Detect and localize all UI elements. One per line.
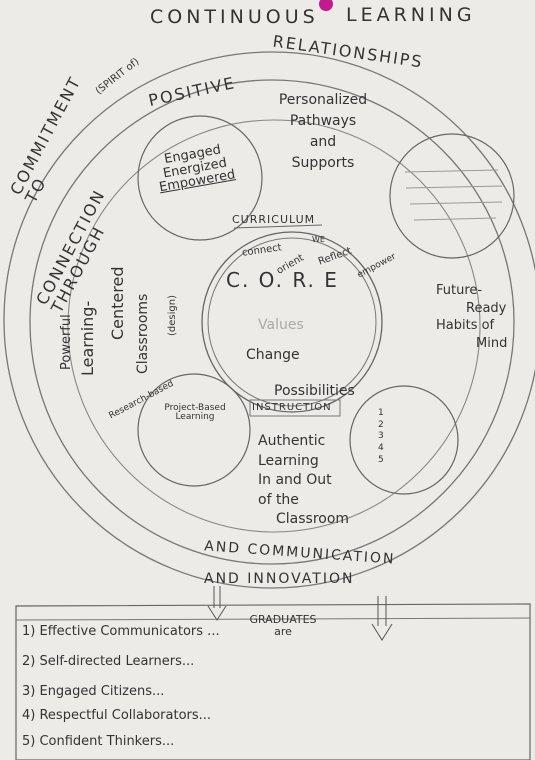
- label-curriculum: CURRICULUM: [232, 213, 316, 226]
- label-learning-centered: Learning-: [78, 300, 97, 376]
- label-authentic-learning: Learning: [258, 452, 319, 469]
- label-in-and-out: In and Out: [258, 472, 332, 489]
- label-powerful: Powerful: [59, 314, 74, 370]
- label-learning: LEARNING: [346, 4, 476, 26]
- label-graduates-are: GRADUATES are: [249, 613, 317, 638]
- bubble-line-3: [409, 201, 503, 205]
- label-future: Future-: [436, 283, 483, 298]
- label-instruction: INSTRUCTION: [252, 402, 332, 413]
- label-design: (design): [167, 295, 178, 336]
- arrow-right-shaft: [377, 596, 387, 626]
- bubble-numbers: [349, 385, 459, 495]
- graduates-box: [15, 603, 531, 760]
- graduate-item-1: 1) Effective Communicators ...: [22, 624, 220, 639]
- bubble-line-1: [404, 169, 499, 173]
- label-ready: Ready: [466, 300, 507, 316]
- label-core-title: C. O. R. E: [226, 268, 339, 292]
- outer-ring-circle: [3, 51, 535, 589]
- label-classroom: Classroom: [276, 511, 350, 528]
- core-circle-outer: [201, 231, 383, 413]
- label-we: WE: [312, 235, 325, 244]
- label-classrooms: Classrooms: [135, 293, 151, 374]
- label-project-based: Project-Based: [164, 403, 226, 413]
- label-centered: Centered: [108, 266, 127, 341]
- inner-ring-circle: [67, 119, 481, 533]
- label-and: and: [309, 134, 337, 150]
- label-and-innovation: AND INNOVATION: [204, 571, 355, 587]
- bubble-project-based: [137, 373, 251, 487]
- bubble-line-2: [405, 185, 503, 189]
- label-possibilities: Possibilities: [274, 383, 355, 399]
- core-circle-inner: [207, 237, 377, 407]
- label-personalized: Personalized: [278, 92, 368, 108]
- graduate-item-2: 2) Self-directed Learners...: [22, 654, 195, 669]
- label-supports: Supports: [291, 155, 355, 171]
- label-change: Change: [246, 347, 300, 363]
- graduate-item-3: 3) Engaged Citizens...: [22, 684, 165, 699]
- curriculum-underline: [233, 224, 323, 229]
- label-pbl-learning: Learning: [175, 412, 215, 423]
- instruction-box: [249, 399, 341, 417]
- label-values: Values: [258, 317, 304, 333]
- pushpin: [319, 0, 333, 11]
- future-ready-block: Future- Ready Habits of Mind: [436, 282, 526, 352]
- arrow-right-head: [371, 623, 393, 641]
- bubble-project-based-text: Project-Based Learning: [160, 403, 230, 423]
- arrow-left-shaft: [213, 586, 221, 608]
- label-pathways: Pathways: [289, 113, 357, 129]
- label-continuous: CONTINUOUS: [150, 6, 319, 28]
- second-ring-circle: [29, 79, 515, 565]
- personalized-block: Personalized Pathways and Supports: [258, 90, 388, 174]
- bubble-line-4: [413, 217, 497, 221]
- arrow-left-head: [207, 605, 227, 621]
- label-habits-of: Habits of: [436, 318, 495, 334]
- graduate-item-5: 5) Confident Thinkers...: [22, 734, 175, 749]
- bubble-top-right: [389, 133, 515, 259]
- graduate-item-4: 4) Respectful Collaborators...: [22, 708, 212, 723]
- label-of-the: of the: [258, 491, 299, 508]
- authentic-block: Authentic Learning In and Out of the Cla…: [258, 432, 378, 530]
- label-numbers: 1 2 3 4 5: [378, 408, 384, 465]
- graduates-box-divider: [15, 617, 531, 621]
- label-authentic: Authentic: [258, 433, 326, 449]
- label-mind: Mind: [476, 335, 508, 351]
- bubble-engaged: [137, 115, 263, 241]
